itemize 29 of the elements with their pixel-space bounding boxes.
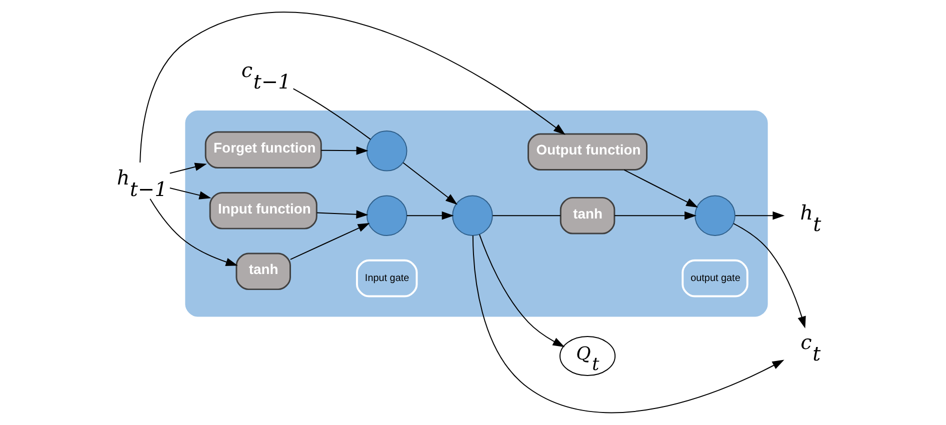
arrow xyxy=(169,162,207,174)
arrow xyxy=(733,223,806,328)
arrow xyxy=(472,235,784,414)
connector xyxy=(492,215,561,216)
node-box: Input gate xyxy=(356,259,418,298)
arrow xyxy=(614,211,696,220)
arrow xyxy=(140,12,566,164)
arrow xyxy=(316,210,368,219)
cluster xyxy=(185,110,768,317)
node-circle xyxy=(366,130,408,172)
arrow xyxy=(624,169,698,208)
node-box: tanh xyxy=(560,196,616,234)
arrow xyxy=(290,222,370,260)
connector xyxy=(292,88,371,140)
arrow xyxy=(320,146,368,155)
node-circle xyxy=(452,195,493,236)
arrow xyxy=(479,234,565,348)
node-box: output gate xyxy=(682,259,748,298)
node-box: Input function xyxy=(209,192,318,230)
arrow xyxy=(169,187,212,200)
arrow xyxy=(406,211,454,220)
arrow xyxy=(734,211,785,220)
node-circle xyxy=(694,195,736,236)
node-box: tanh xyxy=(236,252,291,290)
node-box: Output function xyxy=(528,133,648,171)
arrow xyxy=(402,162,458,205)
node-box: Forget function xyxy=(204,131,322,169)
arrow xyxy=(150,198,238,266)
node-circle xyxy=(366,195,408,236)
